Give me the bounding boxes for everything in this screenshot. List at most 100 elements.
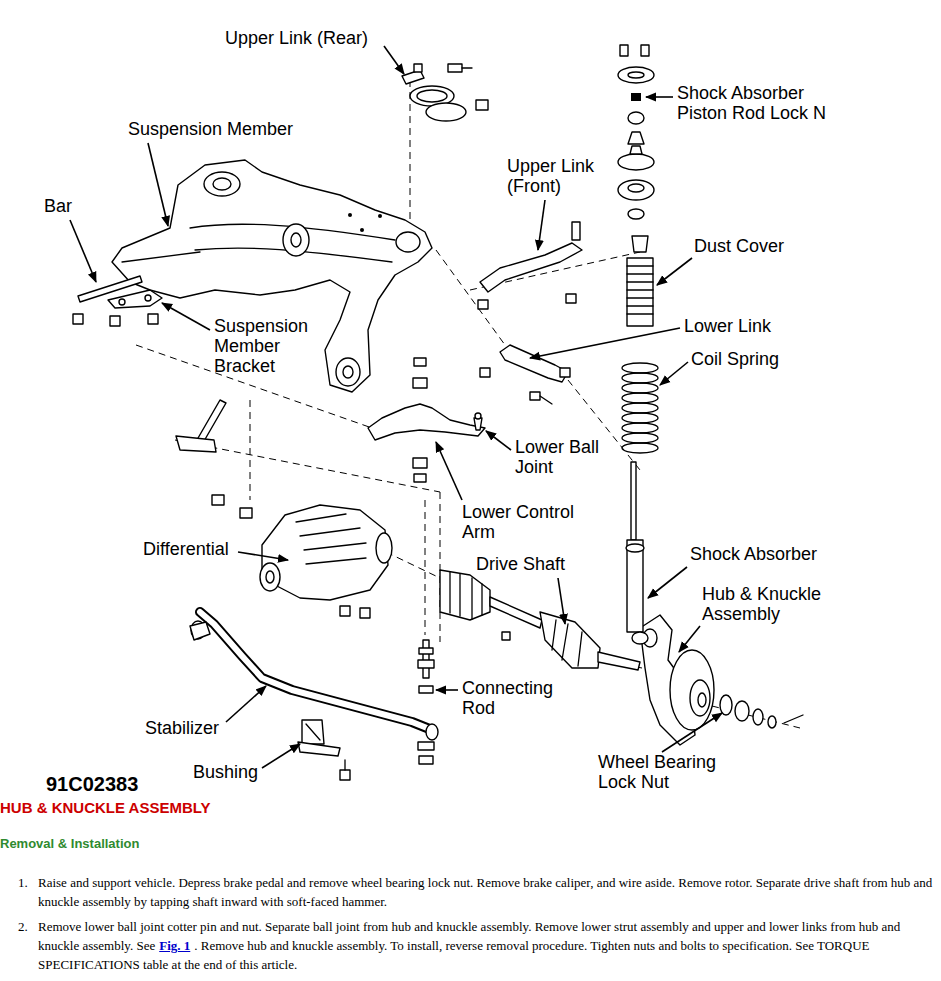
- upper-link-rear: [417, 90, 447, 102]
- leader-line: [262, 744, 300, 768]
- leader-line: [70, 46, 722, 768]
- connecting-rod: [419, 686, 433, 693]
- bushing: [344, 760, 345, 770]
- wheel-bearing-lock-nut: [768, 716, 776, 728]
- connecting-rod: [419, 756, 433, 764]
- drive-shaft: [598, 652, 640, 670]
- leader-line: [238, 552, 288, 560]
- strut-mount: [628, 112, 644, 124]
- differential: [306, 558, 366, 564]
- suspension-member: [122, 252, 200, 262]
- strut-mount: [628, 209, 644, 219]
- lower-link: [500, 345, 568, 382]
- part-label: Shock Absorber: [690, 544, 817, 564]
- leader-line: [657, 258, 692, 285]
- coil-spring: [622, 363, 658, 453]
- dust-cover: [627, 266, 653, 314]
- suspension-member: [396, 232, 420, 252]
- strut-mount: [631, 93, 641, 101]
- section-heading: Removal & Installation: [0, 836, 139, 852]
- upper-link-rear: [426, 103, 466, 121]
- suspension-member-bracket: [119, 299, 125, 305]
- wheel-bearing-lock-nut: [720, 695, 732, 715]
- part-label: Suspension Member Bracket: [214, 316, 326, 376]
- drive-shaft: [502, 632, 510, 640]
- hub-knuckle: [698, 693, 706, 707]
- stabilizer-link: [212, 495, 224, 505]
- lower-control-arm: [414, 358, 426, 366]
- alignment-line: [410, 80, 411, 232]
- upper-link-rear: [476, 100, 488, 110]
- suspension-member: [336, 358, 360, 386]
- stabilizer-bar: [200, 612, 432, 730]
- part-label: Connecting Rod: [462, 678, 574, 718]
- stabilizer-link: [176, 400, 252, 518]
- lower-control-arm: [368, 358, 485, 482]
- drive-shaft: [552, 620, 556, 650]
- alignment-line: [386, 552, 440, 578]
- strut-mount: [618, 154, 654, 170]
- leader-line: [162, 303, 210, 330]
- connecting-rod: [418, 660, 434, 668]
- part-label: Lower Link: [684, 316, 771, 336]
- leader-line: [558, 578, 565, 624]
- differential: [296, 514, 346, 522]
- drive-shaft: [562, 624, 568, 660]
- lower-link: [540, 396, 552, 404]
- strut-mount: [630, 146, 642, 154]
- suspension-member-bracket: [145, 295, 151, 301]
- strut-mount: [620, 45, 628, 56]
- lower-control-arm: [474, 418, 482, 430]
- part-label: Upper Link (Front): [507, 156, 619, 196]
- differential: [360, 608, 370, 618]
- leader-line: [148, 143, 168, 226]
- upper-link-front: [478, 300, 488, 309]
- part-label: Bar: [44, 196, 72, 216]
- part-label: Dust Cover: [694, 236, 784, 256]
- step-number: 1.: [18, 873, 28, 892]
- leader-line: [70, 220, 96, 282]
- leader-line: [648, 567, 687, 598]
- dust-cover: [627, 236, 653, 326]
- upper-link-front: [566, 294, 576, 303]
- differential: [304, 543, 366, 550]
- suspension-member: [213, 178, 231, 190]
- leader-line: [660, 362, 688, 385]
- connecting-rod: [418, 742, 434, 750]
- part-label: Bushing: [193, 762, 258, 782]
- lower-control-arm: [368, 404, 485, 440]
- drive-shaft: [578, 632, 582, 666]
- drive-shaft: [449, 572, 450, 613]
- wheel-bearing-lock-nut: [735, 701, 749, 721]
- drive-shaft: [459, 574, 460, 616]
- step-text: Raise and support vehicle. Depress brake…: [38, 873, 935, 911]
- coil-spring: [622, 393, 658, 403]
- leader-line: [530, 328, 680, 358]
- coil-spring: [622, 373, 658, 383]
- leader-line: [384, 46, 404, 74]
- coil-spring: [622, 383, 658, 393]
- bushing: [298, 720, 350, 780]
- dust-cover: [632, 236, 648, 252]
- leader-line: [679, 626, 700, 652]
- suspension-member-bracket: [73, 314, 83, 324]
- drive-shaft: [471, 578, 472, 619]
- strut-mount: [628, 132, 644, 144]
- connecting-rod: [418, 640, 434, 764]
- suspension-member: [378, 214, 382, 218]
- part-label: Hub & Knuckle Assembly: [702, 584, 844, 624]
- part-label: Lower Ball Joint: [515, 437, 627, 477]
- leader-line: [486, 431, 511, 450]
- drive-shaft: [440, 570, 490, 620]
- bushing: [340, 770, 350, 780]
- suspension-member: [204, 172, 240, 196]
- differential: [260, 505, 392, 618]
- shock-absorber: [631, 462, 636, 540]
- lower-control-arm: [475, 413, 481, 419]
- strut-mount: [618, 67, 654, 83]
- strut-mount: [628, 72, 644, 78]
- lower-control-arm: [413, 378, 427, 388]
- alignment-line: [425, 500, 426, 635]
